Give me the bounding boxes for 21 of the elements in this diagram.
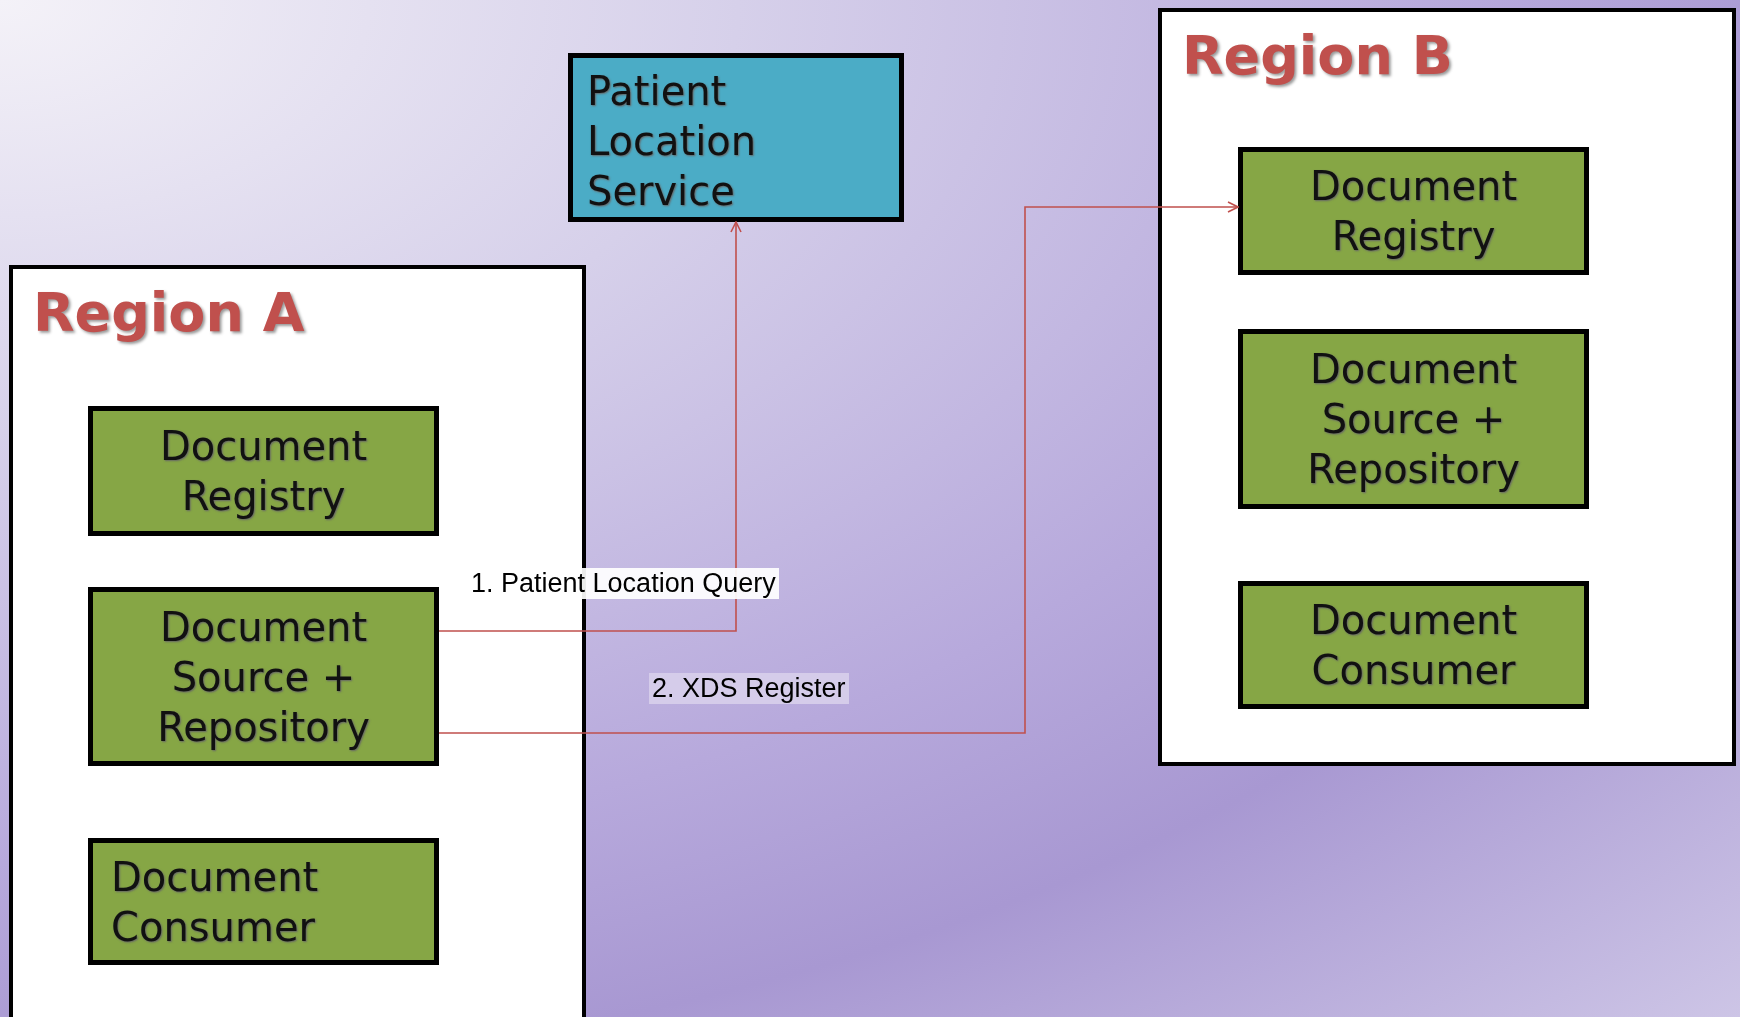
connector-arrow (438, 201, 1239, 734)
region-panel (9, 265, 586, 1017)
box-label: Document Source + Repository (156, 602, 371, 752)
actor-box (88, 406, 439, 536)
region-title: Region B (1182, 24, 1453, 87)
region-title: Region A (33, 281, 305, 344)
box-label: Document Consumer (110, 852, 320, 952)
actor-box (88, 838, 439, 965)
actor-box (1238, 581, 1589, 709)
actor-box (1238, 147, 1589, 275)
actor-box (88, 587, 439, 766)
box-label: Document Registry (158, 422, 369, 521)
actor-box (1238, 329, 1589, 509)
connector-arrow (438, 221, 742, 632)
box-label: Document Consumer (1308, 596, 1519, 695)
edge-label: 2. XDS Register (649, 673, 849, 704)
service-box (568, 53, 904, 222)
region-panel (1158, 8, 1736, 766)
box-label: Document Source + Repository (1306, 345, 1521, 494)
box-label: Patient Location Service (586, 67, 758, 216)
box-label: Document Registry (1308, 162, 1519, 261)
